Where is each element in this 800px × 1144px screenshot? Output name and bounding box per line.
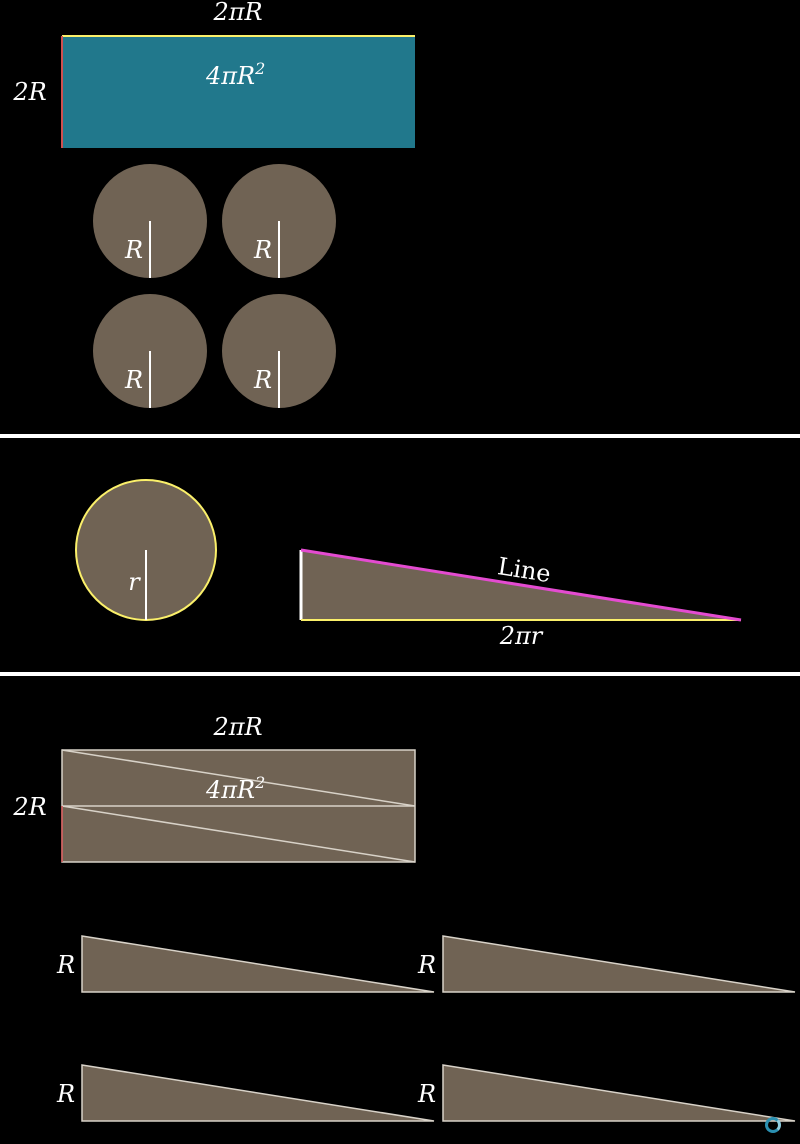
area-exponent: 2 [254,773,265,792]
triangle-1: R [56,935,435,993]
circle-radius-label: r [128,568,141,596]
triangulated-rectangle [61,749,416,863]
circle-3: R [93,294,207,408]
triangle-3: R [56,1064,435,1122]
circle-4: R [222,294,336,408]
circle-radius-label: R [253,236,272,264]
triangle-hypotenuse [300,548,742,622]
triangle-height-label: R [56,1080,75,1108]
circle-2: R [222,164,336,278]
rectangle-width-label: 2πR [212,0,262,26]
circle-r: r [75,479,217,621]
circle-1: R [93,164,207,278]
triangle-height-label: R [417,951,436,979]
panel-middle: r Line 2πr [75,479,742,650]
triangle-4: R [417,1064,796,1122]
circle-radius-label: R [124,366,143,394]
circle-radius-label: R [124,236,143,264]
rectangle-height-label: 2R [12,793,46,821]
rectangle-diagonal-lower [61,805,416,863]
unrolled-rectangle [62,36,415,148]
unrolled-triangle: Line 2πr [299,548,742,650]
rectangle-area-label: 4πR2 [205,773,265,804]
panel-bottom: 2πR 2R 4πR2 R R R R [12,713,796,1122]
rectangle-area-label: 4πR2 [205,59,265,90]
circle-radius-label: R [253,366,272,394]
rectangle-height-label: 2R [12,78,46,106]
rectangle-width-label: 2πR [212,713,262,741]
triangle-base-label: 2πr [499,622,544,650]
triangle-2: R [417,935,796,993]
triangle-height-label: R [417,1080,436,1108]
panel-top: 2πR 2R 4πR2 R R R R [12,0,415,408]
loading-spinner-icon [765,1117,781,1133]
rectangle-diagonal-upper [61,749,416,807]
area-exponent: 2 [254,59,265,78]
triangle-height-label: R [56,951,75,979]
